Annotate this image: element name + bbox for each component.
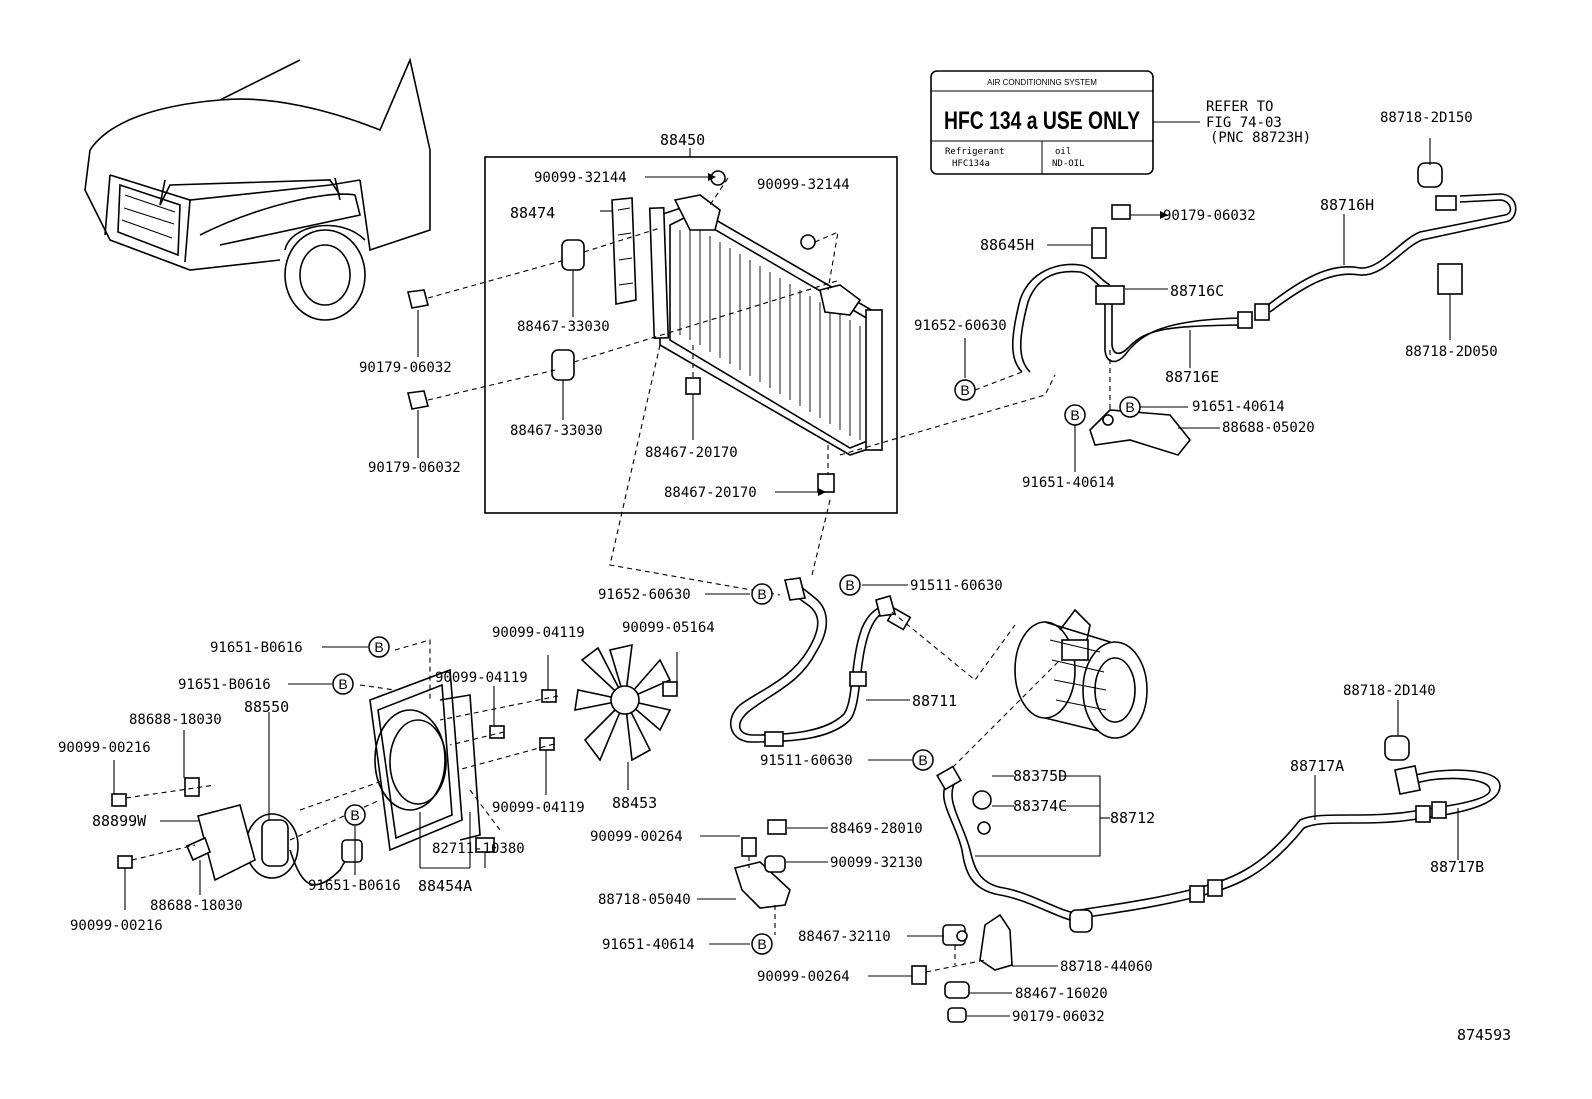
plate-refrigerant-label: Refrigerant	[945, 147, 1005, 157]
part-number-labels: 88450 90099-32144 90099-32144 88474 8846…	[58, 99, 1511, 1044]
bolt-callout-circles: B B B B B B B B B B	[332, 379, 1141, 955]
label-90099-05164: 90099-05164	[622, 620, 715, 636]
label-88718-2D150: 88718-2D150	[1380, 110, 1473, 126]
callout-b: B	[845, 577, 854, 593]
callout-b: B	[1070, 407, 1079, 423]
label-90099-32144-b: 90099-32144	[757, 177, 850, 193]
label-88374C: 88374C	[1013, 797, 1067, 815]
label-88467-16020: 88467-16020	[1015, 986, 1108, 1002]
label-91511-60630-b: 91511-60630	[760, 753, 853, 769]
label-91651-B0616-c: 91651-B0616	[308, 878, 401, 894]
label-88718-05040: 88718-05040	[598, 892, 691, 908]
suction-hose-88711	[729, 577, 912, 747]
label-88450: 88450	[660, 131, 705, 149]
label-88467-20170-b: 88467-20170	[664, 485, 757, 501]
label-88717A: 88717A	[1290, 757, 1344, 775]
plate-main: HFC 134 a USE ONLY	[944, 107, 1140, 135]
label-88688-05020: 88688-05020	[1222, 420, 1315, 436]
callout-b: B	[960, 382, 969, 398]
label-88718-2D050: 88718-2D050	[1405, 344, 1498, 360]
label-88467-33030-a: 88467-33030	[517, 319, 610, 335]
label-90099-32130: 90099-32130	[830, 855, 923, 871]
label-90179-06032-d: 90179-06032	[1012, 1009, 1105, 1025]
label-88550: 88550	[244, 698, 289, 716]
label-88467-33030-b: 88467-33030	[510, 423, 603, 439]
label-90099-00216-a: 90099-00216	[58, 740, 151, 756]
label-88375D: 88375D	[1013, 767, 1067, 785]
label-88712: 88712	[1110, 809, 1155, 827]
label-88688-18030-b: 88688-18030	[150, 898, 243, 914]
callout-b: B	[338, 676, 347, 692]
label-90179-06032-c: 90179-06032	[1163, 208, 1256, 224]
label-88474: 88474	[510, 204, 555, 222]
label-90099-04119-b: 90099-04119	[435, 670, 528, 686]
label-90179-06032-a: 90179-06032	[359, 360, 452, 376]
label-88645H: 88645H	[980, 236, 1034, 254]
label-90099-00216-b: 90099-00216	[70, 918, 163, 934]
label-90099-04119-c: 90099-04119	[492, 800, 585, 816]
bolt-icon	[407, 170, 835, 493]
callout-b: B	[918, 752, 927, 768]
label-91651-B0616-b: 91651-B0616	[178, 677, 271, 693]
seal-88474	[611, 197, 637, 305]
label-88716C: 88716C	[1170, 282, 1224, 300]
discharge-hose-88712	[936, 735, 1501, 933]
refrigerant-label-plate: AIR CONDITIONING SYSTEM HFC 134 a USE ON…	[930, 70, 1154, 175]
compressor	[1014, 608, 1148, 739]
label-90099-00264-a: 90099-00264	[590, 829, 683, 845]
plate-refrigerant-value: HFC134a	[952, 159, 990, 169]
label-88717B: 88717B	[1430, 858, 1484, 876]
label-refer-3: (PNC 88723H)	[1210, 130, 1311, 146]
label-91652-60630-a: 91652-60630	[914, 318, 1007, 334]
label-refer-1: REFER TO	[1206, 99, 1273, 115]
clamp-88718-44060	[911, 913, 1013, 1023]
fan-blade-88453	[574, 643, 672, 762]
label-refer-2: FIG 74-03	[1206, 115, 1282, 131]
label-91651-40614-b: 91651-40614	[1022, 475, 1115, 491]
cushion-88467-33030-b	[551, 349, 575, 381]
label-88716H: 88716H	[1320, 196, 1374, 214]
figure-id: 874593	[1457, 1026, 1511, 1044]
callout-b: B	[374, 639, 383, 655]
label-91652-60630-b: 91652-60630	[598, 587, 691, 603]
label-91511-60630-a: 91511-60630	[910, 578, 1003, 594]
label-88718-2D140: 88718-2D140	[1343, 683, 1436, 699]
label-88453: 88453	[612, 794, 657, 812]
label-88688-18030-a: 88688-18030	[129, 712, 222, 728]
callout-b: B	[757, 586, 766, 602]
label-88718-44060: 88718-44060	[1060, 959, 1153, 975]
label-88469-28010: 88469-28010	[830, 821, 923, 837]
discharge-tube-88716	[1011, 162, 1517, 456]
motor-cover-88899W	[184, 777, 256, 882]
plate-oil-label: oil	[1055, 147, 1071, 157]
callout-b: B	[350, 807, 359, 823]
callout-b: B	[1125, 399, 1134, 415]
label-88454A: 88454A	[418, 877, 472, 895]
label-88716E: 88716E	[1165, 368, 1219, 386]
cushion-88467-33030-a	[561, 239, 585, 271]
label-91651-B0616-a: 91651-B0616	[210, 640, 303, 656]
vehicle-front-illustration	[84, 57, 431, 321]
fan-shroud-88454A	[369, 668, 495, 853]
label-82711-10380: 82711-10380	[432, 841, 525, 857]
label-90099-04119-a: 90099-04119	[492, 625, 585, 641]
condenser-kit-box	[484, 156, 898, 514]
fan-motor-88550	[245, 813, 363, 886]
plate-header: AIR CONDITIONING SYSTEM	[987, 78, 1097, 87]
label-88711: 88711	[912, 692, 957, 710]
callout-b: B	[757, 936, 766, 952]
label-90179-06032-b: 90179-06032	[368, 460, 461, 476]
bracket-88718-05040	[733, 819, 791, 909]
label-88467-20170-a: 88467-20170	[645, 445, 738, 461]
condenser	[648, 194, 883, 456]
label-91651-40614-a: 91651-40614	[1192, 399, 1285, 415]
plate-oil-value: ND-OIL	[1052, 159, 1085, 169]
label-90099-32144-a: 90099-32144	[534, 170, 627, 186]
label-91651-40614-c: 91651-40614	[602, 937, 695, 953]
label-88467-32110: 88467-32110	[798, 929, 891, 945]
label-90099-00264-b: 90099-00264	[757, 969, 850, 985]
label-88899W: 88899W	[92, 812, 147, 830]
